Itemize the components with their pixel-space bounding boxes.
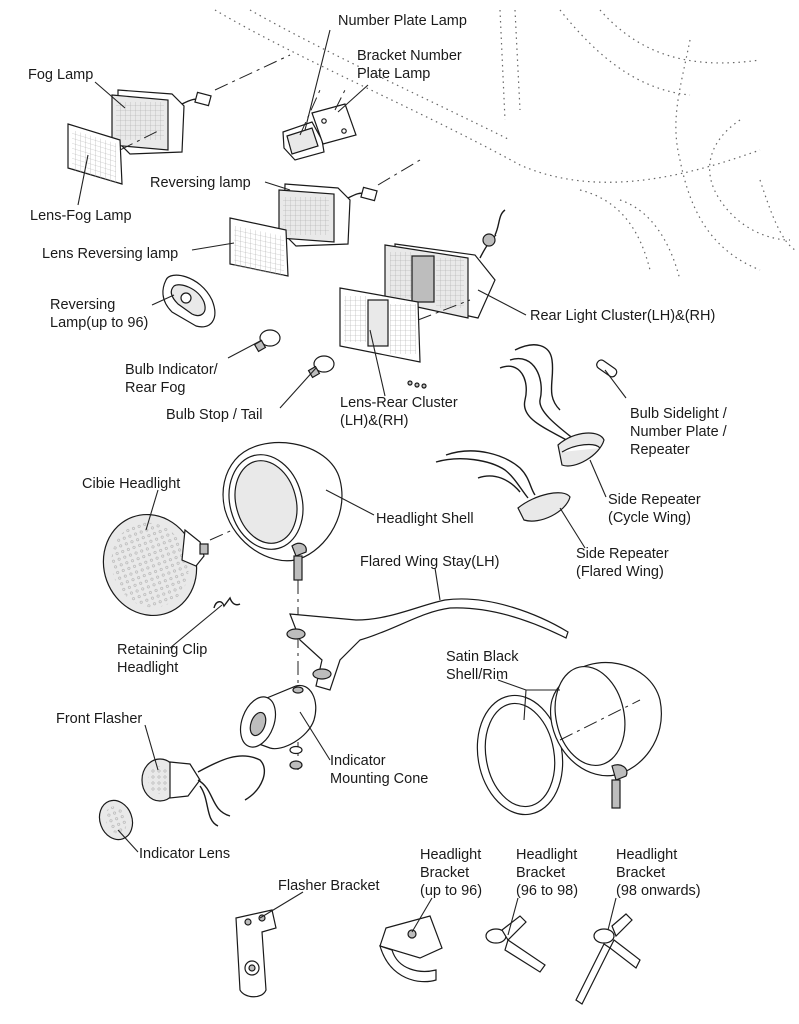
car-body-outline: [214, 9, 796, 281]
label-bulb-indicator-rear-fog: Bulb Indicator/ Rear Fog: [125, 362, 218, 396]
label-satin-black-shell-rim: Satin Black Shell/Rim: [446, 649, 519, 683]
label-indicator-lens: Indicator Lens: [139, 846, 231, 862]
satin-black-rim-part: [476, 694, 564, 816]
label-reversing-lamp-up-to-96: Reversing Lamp(up to 96): [50, 297, 149, 331]
label-number-plate-lamp: Number Plate Lamp: [338, 13, 467, 29]
reversing-lamp-up-to-96-part: [162, 274, 216, 328]
label-rear-light-cluster: Rear Light Cluster(LH)&(RH): [530, 308, 716, 324]
label-headlight-bracket-98-onwards: Headlight Bracket (98 onwards): [616, 847, 701, 899]
label-side-repeater-flared-wing: Side Repeater (Flared Wing): [576, 546, 669, 580]
headlight-bracket-up-to-96-part: [379, 915, 443, 983]
satin-black-shell-part: [549, 662, 662, 809]
reversing-lamp-part: [278, 159, 421, 247]
label-headlight-bracket-up-to-96: Headlight Bracket (up to 96): [420, 847, 483, 899]
headlight-bracket-96-to-98-part: [485, 915, 546, 973]
label-lens-fog-lamp: Lens-Fog Lamp: [30, 208, 132, 224]
lens-fog-lamp-part: [67, 123, 161, 185]
label-flared-wing-stay: Flared Wing Stay(LH): [360, 554, 500, 570]
side-repeater-cycle-wing-part: [499, 344, 605, 467]
label-reversing-lamp: Reversing lamp: [150, 175, 251, 191]
indicator-lens-part: [98, 799, 134, 841]
lens-rear-cluster-part: [339, 287, 471, 363]
front-flasher-part: [141, 755, 265, 827]
label-headlight-shell: Headlight Shell: [376, 511, 474, 527]
headlight-bracket-98-onwards-part: [575, 913, 641, 1005]
label-headlight-bracket-96-to-98: Headlight Bracket (96 to 98): [516, 847, 579, 899]
flared-wing-stay-part: [286, 598, 569, 691]
fog-lamp-part: [111, 54, 291, 155]
lens-reversing-lamp-part: [229, 217, 289, 277]
label-flasher-bracket: Flasher Bracket: [278, 878, 380, 894]
label-retaining-clip-headlight: Retaining Clip Headlight: [117, 642, 208, 676]
bulb-sidelight-part: [596, 359, 618, 378]
leader-lines: [77, 29, 627, 936]
label-front-flasher: Front Flasher: [56, 711, 143, 727]
bulb-stop-tail-part: [307, 355, 335, 379]
number-plate-lamp-part: [282, 89, 325, 161]
bracket-number-plate-lamp-part: [311, 89, 357, 145]
label-cibie-headlight: Cibie Headlight: [82, 476, 181, 492]
small-screws: [407, 380, 427, 389]
retaining-clip-part: [213, 596, 241, 609]
bulb-indicator-part: [253, 329, 281, 353]
side-repeater-flared-wing-part: [435, 450, 571, 522]
label-bulb-stop-tail: Bulb Stop / Tail: [166, 407, 263, 423]
label-lens-reversing-lamp: Lens Reversing lamp: [42, 246, 179, 262]
label-side-repeater-cycle-wing: Side Repeater (Cycle Wing): [608, 492, 701, 526]
label-fog-lamp: Fog Lamp: [28, 67, 94, 83]
headlight-shell-part: [222, 441, 343, 770]
label-bulb-sidelight: Bulb Sidelight / Number Plate / Repeater: [630, 406, 727, 458]
cibie-headlight-part: [102, 499, 301, 617]
label-lens-rear-cluster: Lens-Rear Cluster (LH)&(RH): [340, 395, 458, 429]
label-bracket-number-plate-lamp: Bracket Number Plate Lamp: [357, 48, 462, 82]
indicator-mounting-cone-part: [239, 684, 317, 770]
flasher-bracket-part: [235, 909, 277, 998]
label-indicator-mounting-cone: Indicator Mounting Cone: [330, 753, 429, 787]
